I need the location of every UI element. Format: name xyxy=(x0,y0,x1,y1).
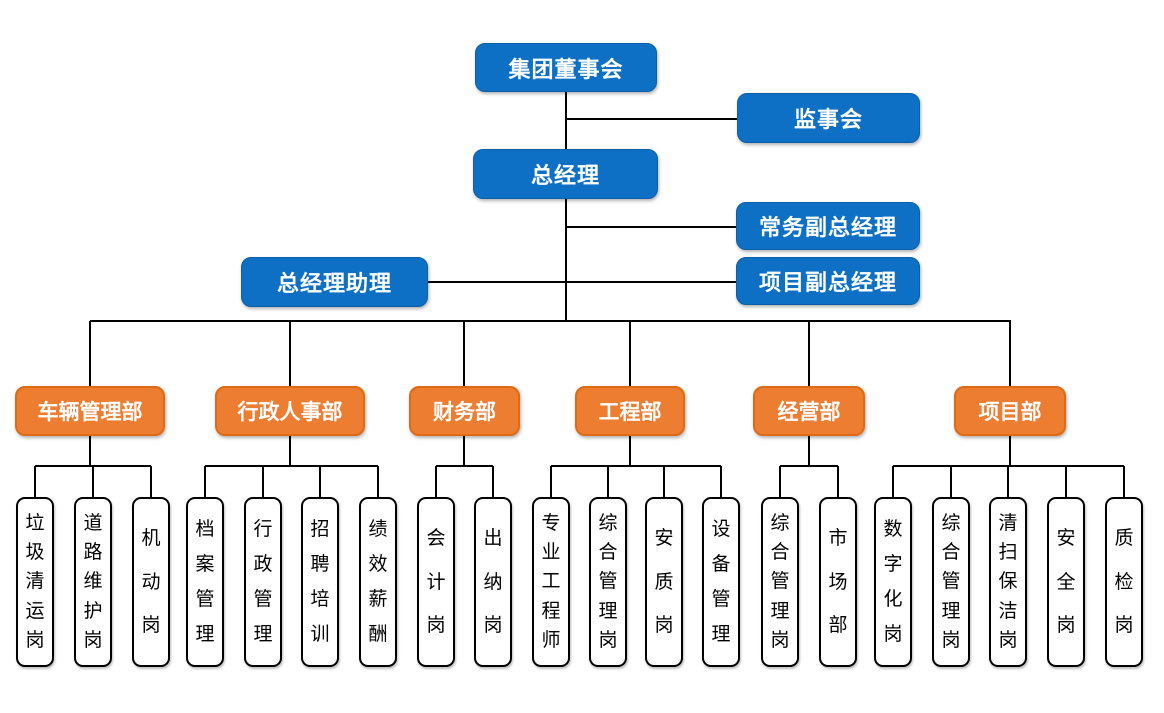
box-dept-finance: 财务部 xyxy=(409,386,520,436)
connector-pos-drop xyxy=(837,466,839,497)
box-dept-engineering: 工程部 xyxy=(575,386,685,436)
connector-main-bus xyxy=(90,320,1011,322)
box-pos-general-mgmt-prj: 综合管理岗 xyxy=(932,497,970,667)
connector-pos-drop xyxy=(34,466,36,497)
box-pos-cleaning: 清扫保洁岗 xyxy=(989,497,1027,667)
box-supervisory-board: 监事会 xyxy=(737,93,920,143)
connector-stub-operations xyxy=(808,436,810,466)
box-dept-operations: 经营部 xyxy=(753,386,865,436)
connector-pos-drop xyxy=(92,466,94,497)
connector-pos-drop xyxy=(319,466,321,497)
box-pos-digitalization: 数字化岗 xyxy=(874,497,912,667)
box-executive-deputy-gm: 常务副总经理 xyxy=(736,202,920,250)
connector-pos-drop xyxy=(262,466,264,497)
box-board: 集团董事会 xyxy=(475,43,657,92)
box-pos-mobile: 机动岗 xyxy=(132,497,170,667)
connector-pos-drop xyxy=(720,466,722,497)
connector-pos-drop xyxy=(607,466,609,497)
connector-gm-trunk xyxy=(565,199,567,322)
connector-stub-vehicle xyxy=(89,436,91,466)
connector-drop-admin-hr xyxy=(289,321,291,386)
box-project-deputy-gm: 项目副总经理 xyxy=(736,257,920,305)
connector-pos-drop xyxy=(435,466,437,497)
box-pos-road-maintenance: 道路维护岗 xyxy=(74,497,112,667)
connector-pos-drop xyxy=(779,466,781,497)
box-pos-garbage-removal: 垃圾清运岗 xyxy=(16,497,54,667)
box-pos-professional-engineer: 专业工程师 xyxy=(532,497,570,667)
connector-drop-project xyxy=(1009,321,1011,386)
connector-pos-drop xyxy=(492,466,494,497)
connector-pos-drop xyxy=(892,466,894,497)
box-pos-equipment-mgmt: 设备管理 xyxy=(702,497,740,667)
connector-subbus-admin-hr xyxy=(205,465,378,467)
connector-pos-drop xyxy=(1065,466,1067,497)
box-general-manager: 总经理 xyxy=(473,149,658,199)
connector-exec-deputy xyxy=(566,226,736,228)
box-pos-performance-pay: 绩效薪酬 xyxy=(359,497,397,667)
connector-pos-drop xyxy=(150,466,152,497)
connector-stub-engineering xyxy=(629,436,631,466)
box-dept-project: 项目部 xyxy=(954,386,1066,436)
box-pos-archives-mgmt: 档案管理 xyxy=(186,497,224,667)
connector-stub-project xyxy=(1009,436,1011,466)
connector-drop-vehicle xyxy=(89,321,91,386)
connector-pos-drop xyxy=(377,466,379,497)
connector-pos-drop xyxy=(204,466,206,497)
connector-drop-operations xyxy=(808,321,810,386)
connector-pos-drop xyxy=(1007,466,1009,497)
box-pos-safety: 安全岗 xyxy=(1047,497,1085,667)
box-dept-vehicle-management: 车辆管理部 xyxy=(15,386,165,436)
connector-pos-drop xyxy=(663,466,665,497)
connector-pos-drop xyxy=(1123,466,1125,497)
connector-subbus-engineering xyxy=(551,465,721,467)
connector-pos-drop xyxy=(550,466,552,497)
connector-supervisory xyxy=(566,118,737,120)
box-dept-admin-hr: 行政人事部 xyxy=(215,386,365,436)
box-pos-admin-mgmt: 行政管理 xyxy=(244,497,282,667)
connector-subbus-operations xyxy=(780,465,838,467)
box-pos-recruit-training: 招聘培训 xyxy=(301,497,339,667)
connector-stub-admin-hr xyxy=(289,436,291,466)
box-pos-accounting: 会计岗 xyxy=(417,497,455,667)
connector-drop-engineering xyxy=(629,321,631,386)
connector-stub-finance xyxy=(463,436,465,466)
connector-board-gm xyxy=(565,92,567,149)
box-pos-quality-check: 质检岗 xyxy=(1105,497,1143,667)
box-gm-assistant: 总经理助理 xyxy=(241,257,428,307)
connector-drop-finance xyxy=(463,321,465,386)
connector-pos-drop xyxy=(950,466,952,497)
box-pos-general-mgmt-eng: 综合管理岗 xyxy=(589,497,627,667)
box-pos-market: 市场部 xyxy=(819,497,857,667)
box-pos-cashier: 出纳岗 xyxy=(474,497,512,667)
connector-subbus-finance xyxy=(436,465,493,467)
connector-subbus-vehicle xyxy=(35,465,151,467)
connector-assistant-project-deputy xyxy=(428,281,736,283)
connector-subbus-project xyxy=(893,465,1124,467)
box-pos-safety-quality: 安质岗 xyxy=(645,497,683,667)
box-pos-general-mgmt-ops: 综合管理岗 xyxy=(761,497,799,667)
